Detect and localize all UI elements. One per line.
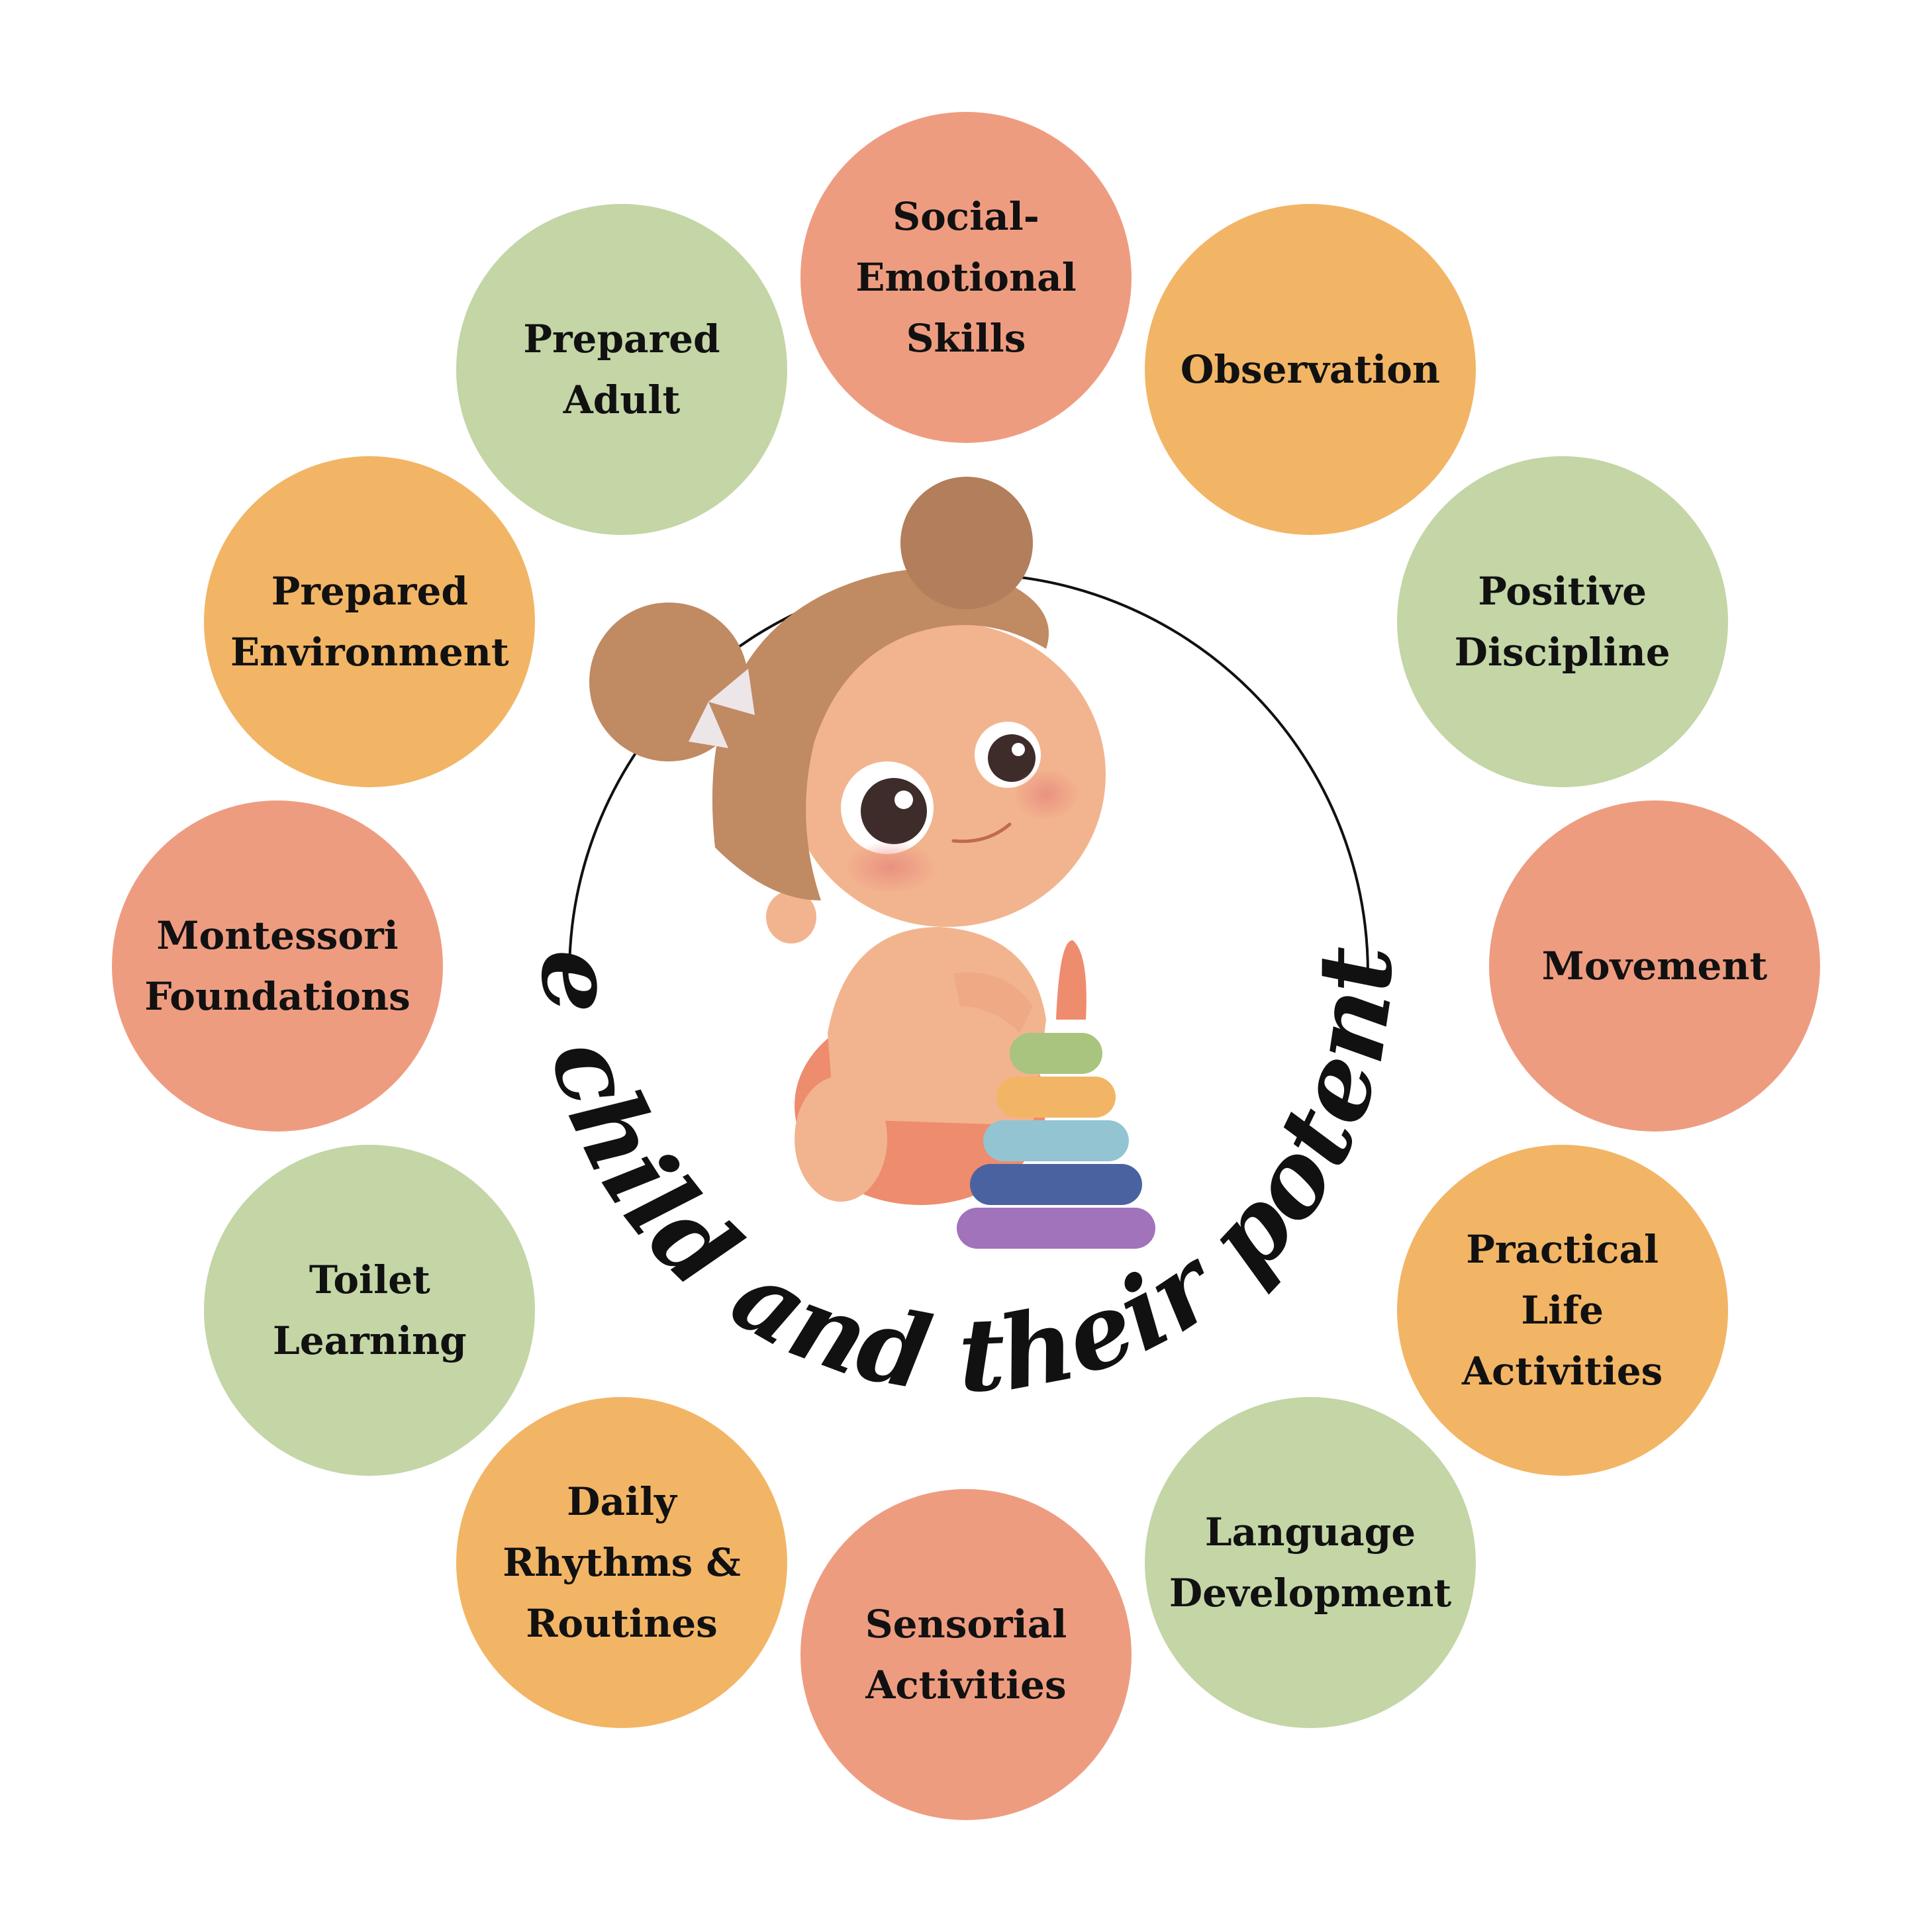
stacking-ring <box>957 1208 1155 1249</box>
topic-prepared-environment: Prepared Environment <box>204 456 536 787</box>
topic-toilet-learning: Toilet Learning <box>204 1145 536 1476</box>
topic-positive-discipline: Positive Discipline <box>1396 456 1728 787</box>
topic-prepared-adult: Prepared Adult <box>456 204 787 536</box>
topic-label: Practical Life Activities <box>1462 1227 1663 1394</box>
stacking-ring <box>970 1164 1142 1205</box>
topic-label: Sensorial Activities <box>865 1602 1067 1708</box>
stacking-ring <box>1010 1033 1102 1074</box>
topic-label: Movement <box>1541 943 1768 989</box>
topic-social-emotional-skills: Social- Emotional Skills <box>800 112 1132 443</box>
stacking-ring <box>983 1120 1129 1161</box>
topic-label: Social- Emotional Skills <box>855 194 1077 361</box>
topic-label: Observation <box>1180 347 1441 393</box>
topic-label: Prepared Environment <box>230 569 509 675</box>
topic-label: Prepared Adult <box>523 316 720 423</box>
topic-label: Montessori Foundations <box>144 913 411 1019</box>
topic-movement: Movement <box>1489 800 1820 1132</box>
topic-practical-life-activities: Practical Life Activities <box>1396 1145 1728 1476</box>
topic-label: Toilet Learning <box>272 1257 467 1363</box>
topic-observation: Observation <box>1145 204 1476 536</box>
topic-label: Daily Rhythms & Routines <box>503 1478 741 1646</box>
topic-montessori-foundations: Montessori Foundations <box>112 800 443 1132</box>
topic-label: Language Development <box>1169 1509 1452 1616</box>
baby-illustration <box>589 477 1106 1205</box>
topic-sensorial-activities: Sensorial Activities <box>800 1489 1132 1820</box>
topic-daily-rhythms-routines: Daily Rhythms & Routines <box>456 1396 787 1728</box>
topic-label: Positive Discipline <box>1454 569 1670 675</box>
stacking-rings <box>957 1033 1155 1249</box>
stacking-ring <box>996 1077 1116 1118</box>
topic-language-development: Language Development <box>1145 1396 1476 1728</box>
